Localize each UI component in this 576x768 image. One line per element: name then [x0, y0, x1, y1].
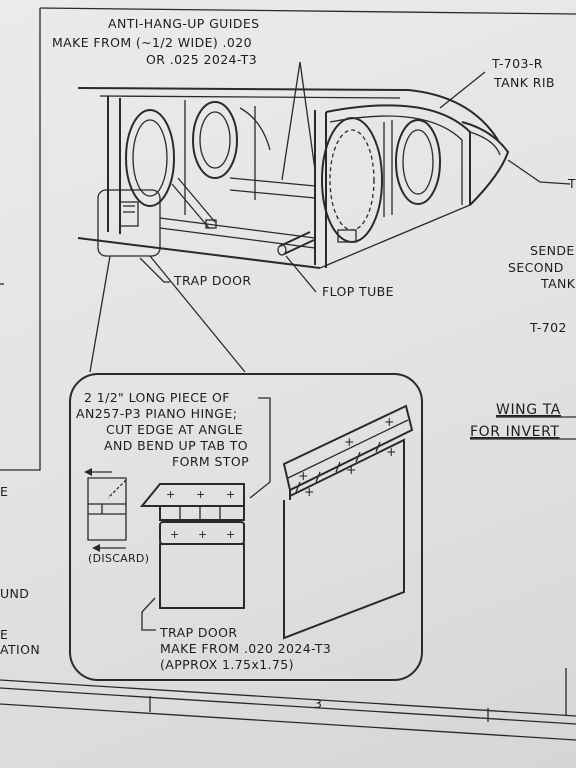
right-cut-label: T [567, 176, 576, 191]
leader-hinge [249, 397, 271, 499]
leader-flop-tube [285, 255, 317, 293]
trap-door-note: TRAP DOOR [159, 625, 237, 640]
wing-tank-title: FOR INVERT [470, 424, 560, 440]
trap-door-note: (APPROX 1.75x1.75) [160, 657, 294, 672]
tank-rib-label: T-703-R [491, 56, 543, 71]
leader-anti-hang [281, 61, 301, 181]
discard-label: (DISCARD) [88, 552, 149, 565]
wing-tank-title: WING TA [496, 402, 561, 418]
leader-tank-rib [439, 71, 486, 109]
margin-text: E [0, 484, 8, 499]
leader-detail [149, 255, 246, 373]
trap-door-label: TRAP DOOR [173, 273, 251, 288]
hinge-note: 2 1/2" LONG PIECE OF [84, 390, 230, 405]
svg-text:+: + [196, 488, 206, 501]
svg-text:+: + [298, 468, 309, 483]
trap-door-note: MAKE FROM .020 2024-T3 [160, 641, 331, 656]
svg-text:+: + [304, 484, 315, 499]
svg-text:+: + [346, 462, 357, 477]
sheet-border-left [0, 8, 41, 471]
leader-right [507, 159, 571, 185]
margin-text: ATION [0, 642, 40, 657]
leader-trap-door-detail [141, 597, 156, 631]
trap-door-3d-sketch: + + + + + + [282, 404, 414, 640]
sender-label: SENDE [530, 243, 575, 258]
sender-label: TANK [540, 276, 576, 291]
flop-tube-label: FLOP TUBE [322, 284, 394, 299]
hinge-note: FORM STOP [172, 454, 249, 469]
leader-detail [89, 255, 111, 373]
discard-piece-sketch [84, 468, 127, 552]
svg-text:+: + [170, 528, 180, 541]
part-number-label: T-702 [529, 320, 567, 335]
tank-rib-label: TANK RIB [493, 75, 555, 90]
svg-text:+: + [226, 488, 236, 501]
margin-text: UND [0, 586, 29, 601]
fuel-tank-drawing [77, 87, 510, 269]
trap-door-sketch: + + + + + + [139, 483, 245, 609]
hinge-note: AND BEND UP TAB TO [104, 438, 248, 453]
anti-hang-label: ANTI-HANG-UP GUIDES [108, 16, 259, 31]
svg-text:+: + [166, 488, 176, 501]
leader-anti-hang [299, 61, 316, 171]
sheet-number: 3 [314, 696, 322, 711]
detail-view-frame [69, 373, 423, 681]
sender-label: SECOND [508, 260, 564, 275]
svg-text:+: + [198, 528, 208, 541]
title-block-line-1 [0, 679, 576, 717]
leader-trap-door [139, 257, 170, 283]
margin-text: E [0, 627, 8, 642]
sheet-border-top [39, 7, 576, 15]
svg-text:+: + [384, 414, 395, 429]
hinge-note: AN257-P3 PIANO HINGE; [76, 406, 237, 421]
anti-hang-label: OR .025 2024-T3 [146, 52, 257, 67]
anti-hang-label: MAKE FROM (~1/2 WIDE) .020 [52, 35, 252, 50]
title-block-line-3 [0, 703, 576, 741]
title-block-line-2 [0, 687, 576, 725]
svg-text:+: + [226, 528, 236, 541]
hinge-note: CUT EDGE AT ANGLE [106, 422, 243, 437]
svg-text:+: + [344, 434, 355, 449]
svg-text:+: + [386, 444, 397, 459]
